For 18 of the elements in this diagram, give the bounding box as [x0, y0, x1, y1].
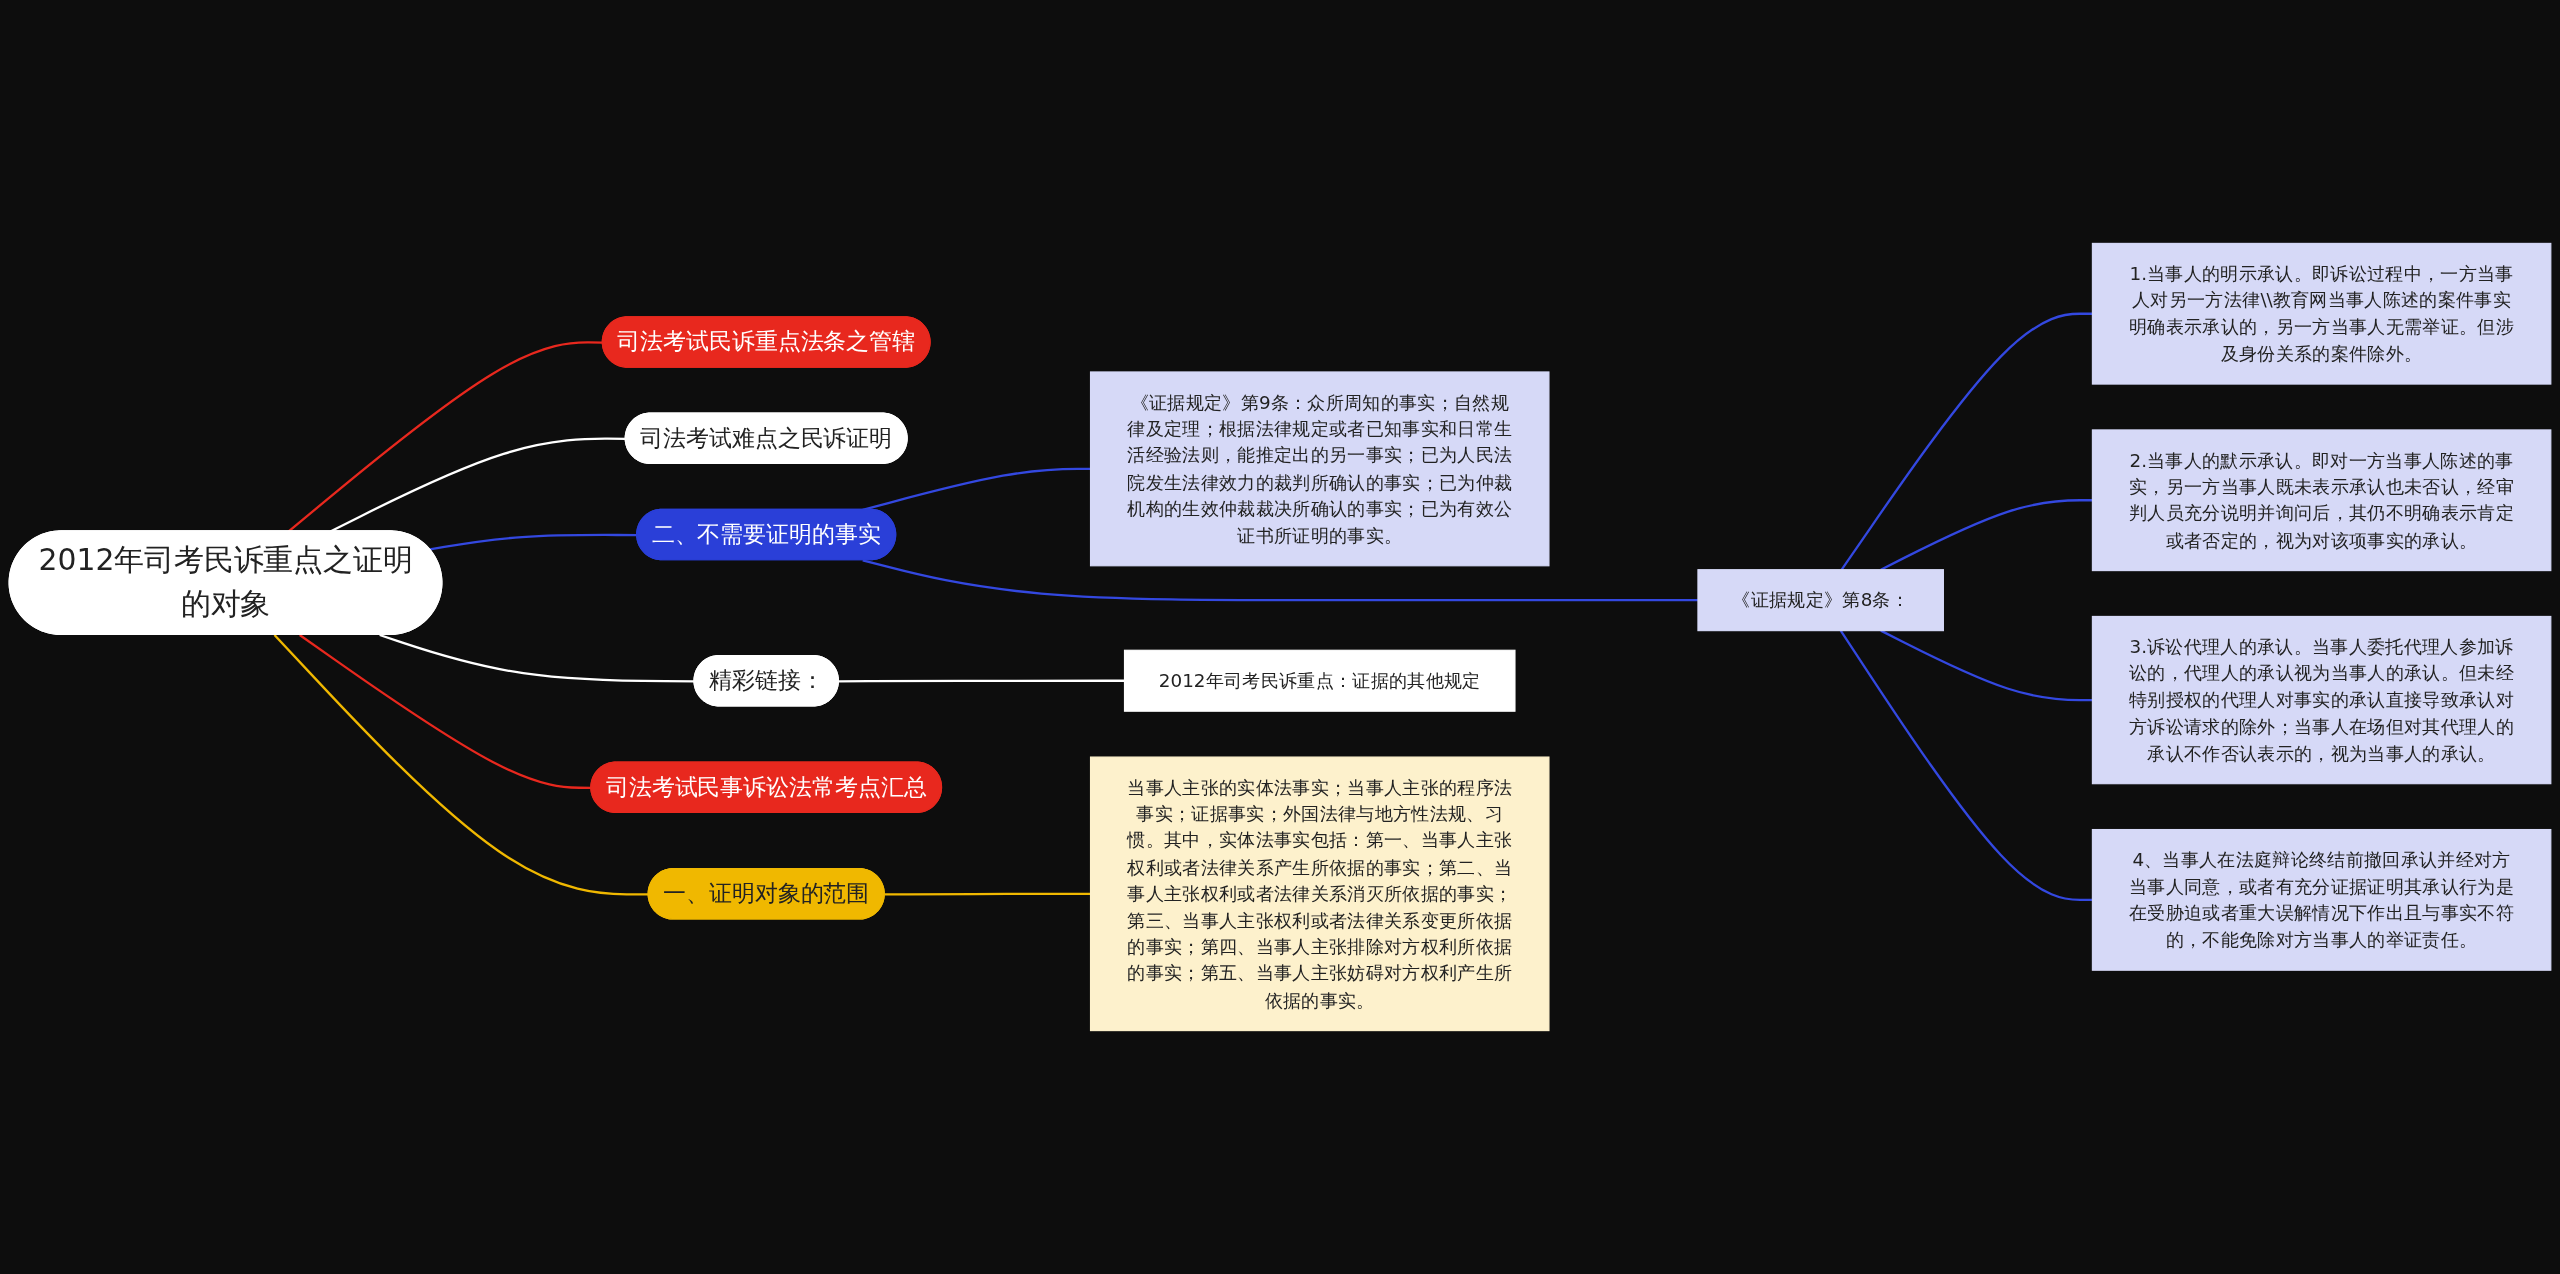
connector — [1880, 629, 2093, 702]
node-box: 《证据规定》第9条：众所周知的事实；自然规律及定理；根据法律规定或者已知事实和日常生活经验法则，能推定出的另一事实；已为人民法院发生法律效力的裁判所确认的事实；已为仲裁机构的生效仲裁裁决所确认的事实；已为有效公证书所证明的事实。 — [1089, 371, 1550, 567]
connector — [862, 559, 1698, 602]
connector — [1840, 312, 2093, 571]
node-box: 2012年司考民诉重点：证据的其他规定 — [1123, 649, 1516, 712]
connector — [273, 634, 649, 896]
node-box: 2.当事人的默示承认。即对一方当事人陈述的事实，另一方当事人既未表示承认也未否认，经审判人员充分说明并询问后，其仍不明确表示肯定或者否定的，视为对该项事实的承认。 — [2091, 429, 2552, 572]
connector — [884, 892, 1091, 896]
node-box: 1.当事人的明示承认。即诉讼过程中，一方当事人对另一方法律\\教育网当事人陈述的案件事实明确表示承认的，另一方当事人无需举证。但涉及身份关系的案件除外。 — [2091, 242, 2552, 385]
connector — [1839, 630, 2093, 902]
connector — [1880, 499, 2093, 571]
connector — [838, 679, 1125, 683]
connector — [379, 633, 695, 683]
node-box: 当事人主张的实体法事实；当事人主张的程序法事实；证据事实；外国法律与地方性法规、习惯。其中，实体法事实包括：第一、当事人主张权利或者法律关系产生所依据的事实；第二、当事人主张权利或者法律关系消灭所依据的事实；第三、当事人主张权利或者法律关系变更所依据的事实；第四、当事人主张排除对方权利所依据的事实；第五、当事人主张妨碍对方权利产生所依据的事实。 — [1089, 756, 1550, 1032]
node-box: 《证据规定》第8条： — [1697, 569, 1944, 632]
node-box: 3.诉讼代理人的承认。当事人委托代理人参加诉讼的，代理人的承认视为当事人的承认。但未经特别授权的代理人对事实的承认直接导致承认对方诉讼请求的除外；当事人在场但对其代理人的承认不作否认表示的，视为当事人的承认。 — [2091, 615, 2552, 785]
connector — [862, 467, 1091, 511]
node-box: 4、当事人在法庭辩论终结前撤回承认并经对方当事人同意，或者有充分证据证明其承认行为是在受胁迫或者重大误解情况下作出且与事实不符的，不能免除对方当事人的举证责任。 — [2091, 828, 2552, 971]
